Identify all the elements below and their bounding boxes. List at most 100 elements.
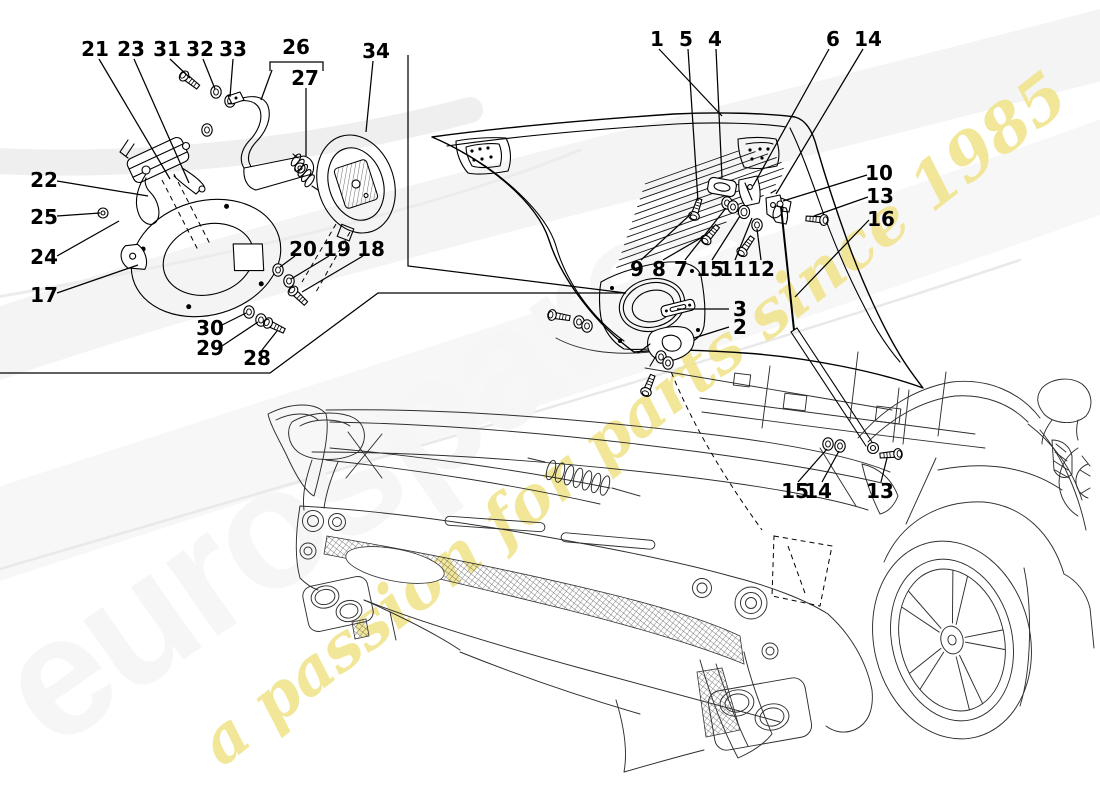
callout-leader-22-8: [56, 180, 149, 197]
callout-24-10: 24: [30, 245, 58, 269]
callout-leader-9-26: [640, 212, 693, 261]
callout-21-0: 21: [81, 37, 109, 61]
callout-leader-19-13: [290, 255, 330, 280]
group-bracket-26-27: [269, 61, 324, 71]
hidden-latch-box: [771, 535, 833, 607]
wheel-spoke: [919, 651, 945, 690]
callout-33-4: 33: [219, 37, 247, 61]
lid-hinge-cutout-left: [455, 137, 511, 175]
exhaust-right: [707, 677, 813, 751]
callout-leader-24-10: [56, 220, 120, 257]
callout-14-22: 14: [854, 27, 882, 51]
louvre-slat: [616, 237, 702, 269]
rear-wheel: [872, 540, 1032, 740]
callout-leader-4-20: [715, 48, 723, 179]
exhaust-left: [302, 576, 374, 640]
louvre-slat: [618, 221, 727, 261]
louvre-slat: [639, 153, 769, 200]
lid-outline: [431, 112, 924, 389]
wing-support-cross: [345, 431, 383, 479]
taillights-right: [692, 578, 779, 660]
callout-25-9: 25: [30, 205, 58, 229]
callout-12-31: 12: [747, 257, 775, 281]
bumper-crease: [363, 599, 461, 651]
washer: [727, 200, 739, 214]
latch-striker-plate: [660, 298, 696, 318]
callout-leader-33-4: [229, 58, 234, 98]
callout-leader-21-0: [98, 58, 171, 180]
watermark-swoosh: [0, 258, 1022, 571]
lid-inner-top-edge: [446, 122, 787, 147]
callout-leader-14-22: [775, 48, 864, 195]
callout-15-29: 15: [696, 257, 724, 281]
strut-grommet: [834, 439, 846, 453]
rear-wing: [311, 451, 869, 511]
tether-cord: [135, 173, 160, 225]
callout-19-13: 19: [323, 237, 351, 261]
callout-leader-2-33: [693, 326, 730, 339]
callout-29-16: 29: [196, 336, 224, 360]
callout-leader-28-17: [261, 330, 278, 351]
fuel-flap-door: [316, 134, 396, 242]
washer: [201, 123, 213, 137]
callout-9-26: 9: [630, 257, 644, 281]
wheel-spoke: [955, 575, 969, 625]
bolt: [176, 68, 203, 92]
car-rear: [267, 337, 1095, 773]
callout-leader-6-21: [752, 48, 830, 187]
strut-grommet: [822, 437, 834, 451]
callout-leader-30-15: [221, 312, 247, 326]
taillights-left: [299, 510, 346, 560]
wheel-spoke: [965, 641, 1006, 651]
lid-inner-left-edge: [461, 151, 625, 342]
bumper-center: [459, 651, 641, 715]
watermark-swoosh: [0, 97, 483, 176]
louvre-slat: [621, 207, 749, 253]
rear-wing-left-endplate: [267, 404, 328, 497]
mudflap-mesh: [696, 667, 741, 738]
callout-leader-17-11: [56, 264, 139, 294]
wheel-spoke: [964, 629, 1004, 638]
wheel-spoke: [955, 656, 970, 710]
deck-line: [329, 447, 611, 489]
callout-leader-26-5: [260, 69, 273, 101]
callout-22-8: 22: [30, 168, 58, 192]
rear-wing: [325, 409, 891, 473]
watermark-swoosh: [0, 148, 582, 299]
callout-30-15: 30: [196, 316, 224, 340]
callout-leader-23-1: [133, 58, 190, 184]
bolt: [261, 315, 288, 337]
callout-15-34: 15: [781, 479, 809, 503]
return-spring: [290, 153, 319, 191]
callout-27-6: 27: [291, 66, 319, 90]
callout-7-28: 7: [674, 257, 688, 281]
callout-leader-25-9: [56, 212, 101, 217]
rear-window: [867, 395, 1029, 443]
callout-3-32: 3: [733, 297, 747, 321]
callout-leader-7-28: [684, 207, 727, 261]
callout-leader-12-31: [756, 228, 762, 261]
washer: [243, 305, 255, 319]
left-mirror: [288, 412, 365, 511]
callout-leader-15-29: [711, 215, 741, 261]
wheel-spoke: [959, 654, 984, 704]
rear-haunch: [937, 465, 1063, 491]
striker-rubber-block: [707, 176, 737, 198]
rocker: [1063, 573, 1095, 649]
washer: [283, 274, 295, 288]
mesh-opening: [345, 546, 445, 584]
lid-inner-right-edge: [789, 127, 901, 363]
side-intake-grille: [1051, 439, 1073, 479]
callout-leader-13-24: [813, 196, 869, 217]
callout-2-33: 2: [733, 315, 747, 339]
louvre-slat: [644, 150, 740, 185]
latch-bracket: [738, 175, 761, 207]
washer: [662, 356, 674, 370]
callout-11-30: 11: [719, 257, 747, 281]
washer: [581, 319, 593, 333]
callout-28-17: 28: [243, 346, 271, 370]
bolt: [879, 447, 904, 462]
callout-leader-14-35: [821, 450, 840, 483]
